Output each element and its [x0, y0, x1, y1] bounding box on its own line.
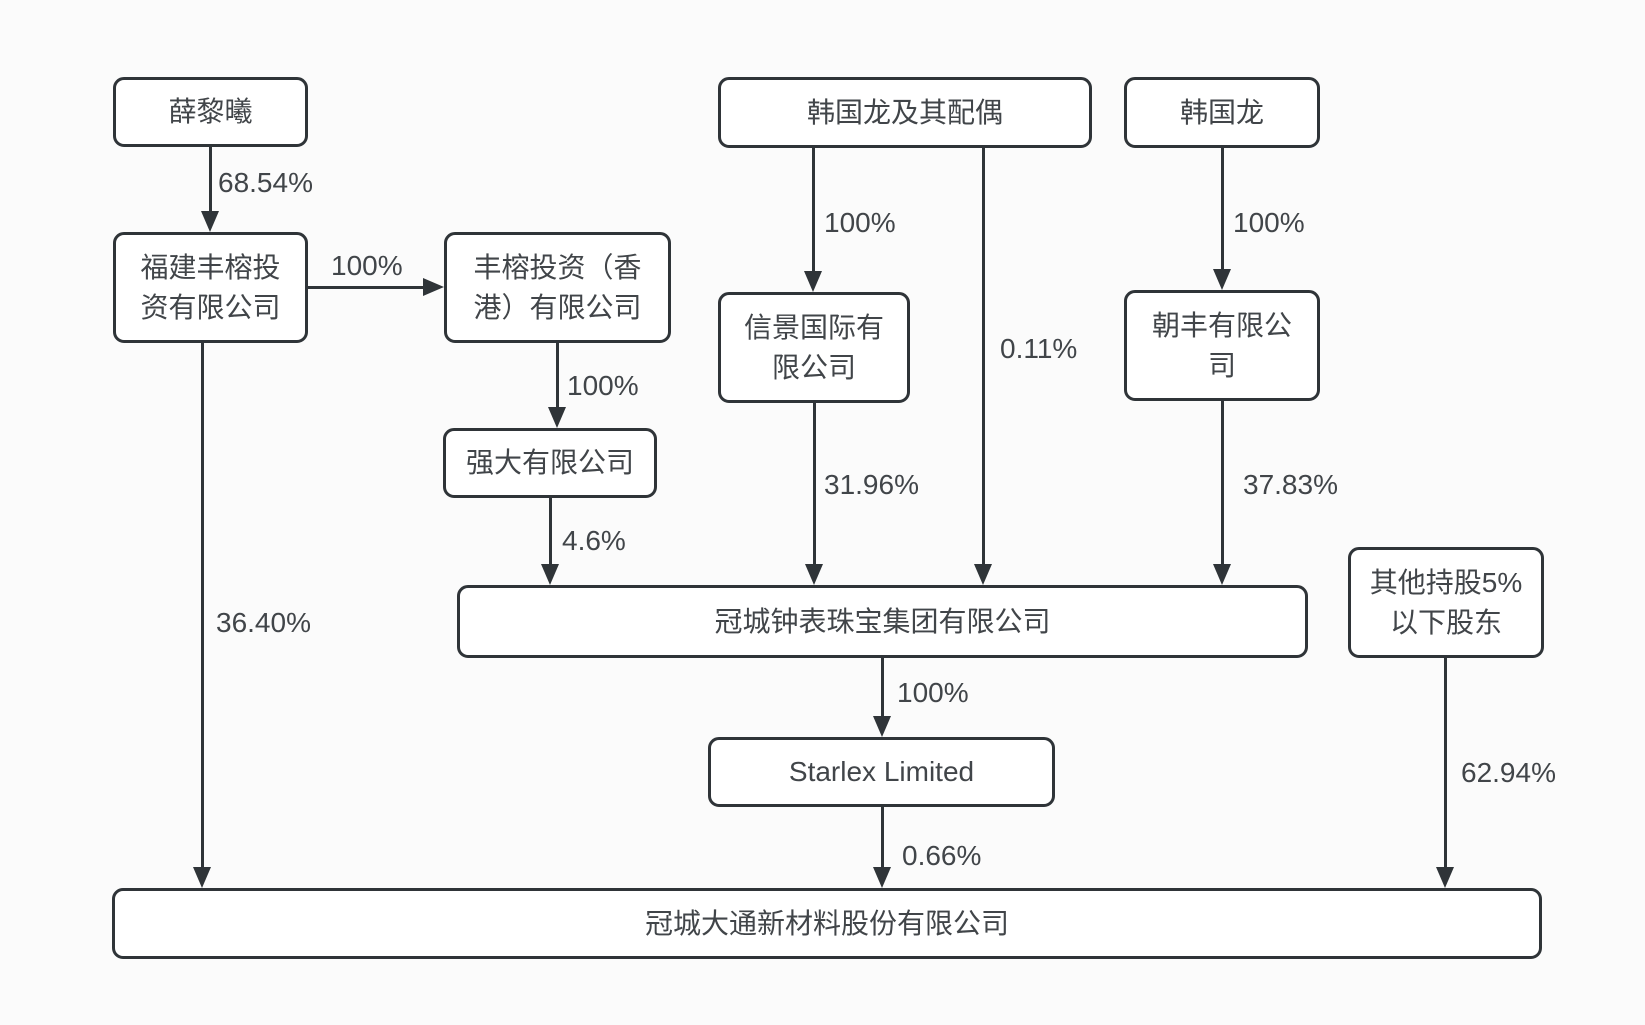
node-xue-lixi: 薛黎曦 [113, 77, 308, 147]
edge-fengrong-hk-to-qiangda-arrowhead-icon [548, 407, 566, 428]
node-qiangda: 强大有限公司 [443, 428, 657, 498]
edge-xinjing-intl-to-guancheng-watch-label: 31.96% [824, 469, 919, 500]
edge-han-guolong-to-chaofeng-line [1220, 148, 1224, 275]
node-label-fujian-fengrong: 福建丰榕投 资有限公司 [140, 251, 281, 323]
edge-xinjing-intl-to-guancheng-watch-arrowhead-icon [805, 564, 823, 585]
node-label-qiangda: 强大有限公司 [465, 447, 634, 479]
edge-guancheng-watch-to-starlex-arrowhead-icon [873, 716, 891, 737]
node-xinjing-intl: 信景国际有 限公司 [718, 292, 910, 403]
node-label-chaofeng: 朝丰有限公 司 [1151, 309, 1292, 381]
edge-starlex-to-guancheng-datong-arrowhead-icon [873, 867, 891, 888]
node-han-guolong: 韩国龙 [1124, 77, 1320, 148]
node-han-guolong-spouse: 韩国龙及其配偶 [718, 77, 1092, 148]
edge-han-guolong-to-chaofeng-arrowhead-icon [1213, 269, 1231, 290]
edge-xue-lixi-to-fujian-fengrong-line [208, 147, 212, 217]
edge-xue-lixi-to-fujian-fengrong-arrowhead-icon [201, 211, 219, 232]
edge-qiangda-to-guancheng-watch-arrowhead-icon [541, 564, 559, 585]
edge-other-holders-to-guancheng-datong-line [1443, 658, 1447, 873]
node-label-fengrong-hk: 丰榕投资（香 港）有限公司 [473, 251, 642, 323]
edge-han-guolong-spouse-to-guancheng-watch-arrowhead-icon [974, 564, 992, 585]
edge-fujian-fengrong-to-guancheng-datong-line [200, 343, 204, 873]
edge-starlex-to-guancheng-datong-line [880, 807, 884, 873]
edge-fujian-fengrong-to-fengrong-hk-arrowhead-icon [423, 278, 444, 296]
edge-other-holders-to-guancheng-datong-label: 62.94% [1461, 757, 1556, 788]
edge-han-guolong-spouse-to-guancheng-watch-line [981, 148, 985, 570]
node-label-other-holders: 其他持股5% 以下股东 [1369, 566, 1523, 638]
edge-xinjing-intl-to-guancheng-watch-line [812, 403, 816, 570]
node-label-starlex: Starlex Limited [788, 756, 975, 788]
edge-fengrong-hk-to-qiangda-label: 100% [567, 370, 639, 401]
edge-qiangda-to-guancheng-watch-label: 4.6% [562, 525, 626, 556]
edge-fujian-fengrong-to-guancheng-datong-arrowhead-icon [193, 867, 211, 888]
node-label-xue-lixi: 薛黎曦 [168, 96, 253, 128]
node-fujian-fengrong: 福建丰榕投 资有限公司 [113, 232, 308, 343]
node-starlex: Starlex Limited [708, 737, 1055, 807]
node-guancheng-watch: 冠城钟表珠宝集团有限公司 [457, 585, 1308, 658]
edge-fujian-fengrong-to-guancheng-datong-label: 36.40% [216, 607, 311, 638]
node-other-holders: 其他持股5% 以下股东 [1348, 547, 1544, 658]
node-label-han-guolong: 韩国龙 [1179, 96, 1264, 128]
edge-han-guolong-spouse-to-xinjing-intl-label: 100% [824, 207, 896, 238]
edge-qiangda-to-guancheng-watch-line [548, 498, 552, 570]
edge-fujian-fengrong-to-fengrong-hk-label: 100% [331, 250, 403, 281]
edge-fujian-fengrong-to-fengrong-hk-line [308, 285, 429, 289]
edge-chaofeng-to-guancheng-watch-arrowhead-icon [1213, 564, 1231, 585]
node-guancheng-datong: 冠城大通新材料股份有限公司 [112, 888, 1542, 959]
edge-fengrong-hk-to-qiangda-line [555, 343, 559, 413]
node-label-guancheng-datong: 冠城大通新材料股份有限公司 [644, 907, 1009, 939]
node-chaofeng: 朝丰有限公 司 [1124, 290, 1320, 401]
edge-han-guolong-spouse-to-xinjing-intl-arrowhead-icon [804, 271, 822, 292]
node-label-guancheng-watch: 冠城钟表珠宝集团有限公司 [714, 605, 1051, 637]
edge-han-guolong-to-chaofeng-label: 100% [1233, 207, 1305, 238]
edge-xue-lixi-to-fujian-fengrong-label: 68.54% [218, 167, 313, 198]
node-fengrong-hk: 丰榕投资（香 港）有限公司 [444, 232, 671, 343]
node-label-xinjing-intl: 信景国际有 限公司 [743, 311, 884, 383]
edge-guancheng-watch-to-starlex-line [880, 658, 884, 722]
edge-other-holders-to-guancheng-datong-arrowhead-icon [1436, 867, 1454, 888]
edge-chaofeng-to-guancheng-watch-line [1220, 401, 1224, 570]
edge-starlex-to-guancheng-datong-label: 0.66% [902, 840, 982, 871]
edge-han-guolong-spouse-to-xinjing-intl-line [811, 148, 815, 277]
edge-guancheng-watch-to-starlex-label: 100% [897, 677, 969, 708]
node-label-han-guolong-spouse: 韩国龙及其配偶 [806, 96, 1003, 128]
edge-chaofeng-to-guancheng-watch-label: 37.83% [1243, 469, 1338, 500]
edge-han-guolong-spouse-to-guancheng-watch-label: 0.11% [1000, 333, 1078, 364]
